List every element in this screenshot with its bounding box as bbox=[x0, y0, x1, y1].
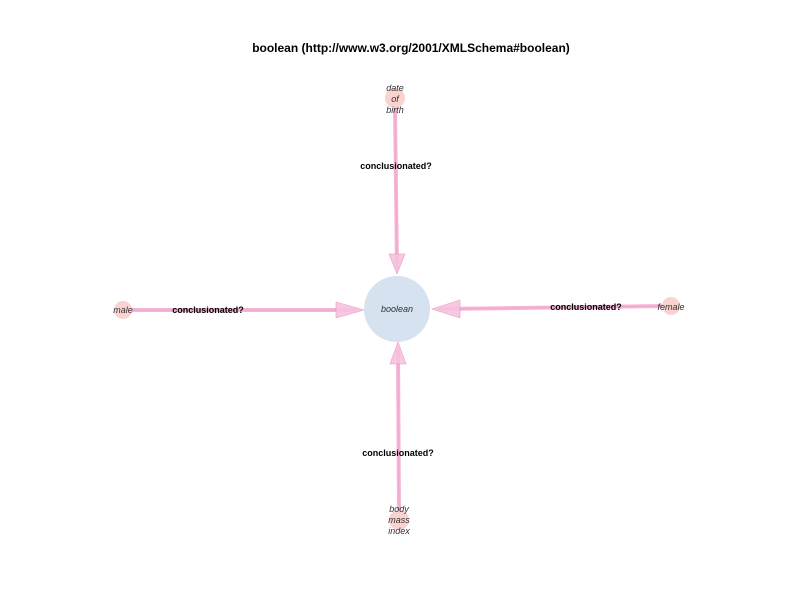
edge-bottom: conclusionated? bbox=[362, 341, 434, 514]
node-male-circle bbox=[114, 301, 132, 319]
node-female-label: female bbox=[657, 302, 684, 312]
node-male[interactable]: male bbox=[113, 301, 133, 319]
center-node[interactable]: boolean bbox=[364, 276, 430, 342]
edge-left-label: conclusionated? bbox=[172, 305, 244, 315]
node-body-mass-index-line-2: mass bbox=[388, 515, 410, 525]
edge-right-line-core bbox=[439, 305, 666, 310]
node-female-circle bbox=[662, 297, 680, 315]
edge-right-arrowhead bbox=[431, 299, 461, 319]
node-body-mass-index-line-1: body bbox=[389, 504, 409, 514]
node-body-mass-index-line-3: index bbox=[388, 526, 410, 536]
edge-bottom-line-core bbox=[397, 349, 400, 513]
node-date-of-birth-line-3: birth bbox=[386, 105, 404, 115]
node-body-mass-index-circle bbox=[389, 510, 409, 530]
edge-left: conclusionated? bbox=[128, 301, 366, 319]
center-node-circle bbox=[364, 276, 430, 342]
node-date-of-birth-circle bbox=[385, 88, 405, 108]
edge-top-arrowhead bbox=[388, 253, 406, 275]
edge-left-arrowhead bbox=[335, 301, 366, 319]
edge-bottom-arrowhead bbox=[389, 341, 407, 365]
edge-top: conclusionated? bbox=[360, 106, 432, 275]
edge-right: conclusionated? bbox=[431, 299, 667, 319]
diagram-title: boolean (http://www.w3.org/2001/XMLSchem… bbox=[252, 41, 570, 55]
center-node-label: boolean bbox=[381, 304, 413, 314]
edge-bottom-label: conclusionated? bbox=[362, 448, 434, 458]
node-body-mass-index[interactable]: body mass index bbox=[388, 504, 410, 536]
edge-top-label: conclusionated? bbox=[360, 161, 432, 171]
node-date-of-birth[interactable]: date of birth bbox=[385, 83, 405, 115]
edge-right-label: conclusionated? bbox=[550, 302, 622, 312]
node-date-of-birth-line-1: date bbox=[386, 83, 404, 93]
node-female[interactable]: female bbox=[657, 297, 685, 315]
node-male-label: male bbox=[113, 305, 133, 315]
edge-top-line-core bbox=[394, 107, 398, 269]
node-date-of-birth-line-2: of bbox=[391, 94, 400, 104]
